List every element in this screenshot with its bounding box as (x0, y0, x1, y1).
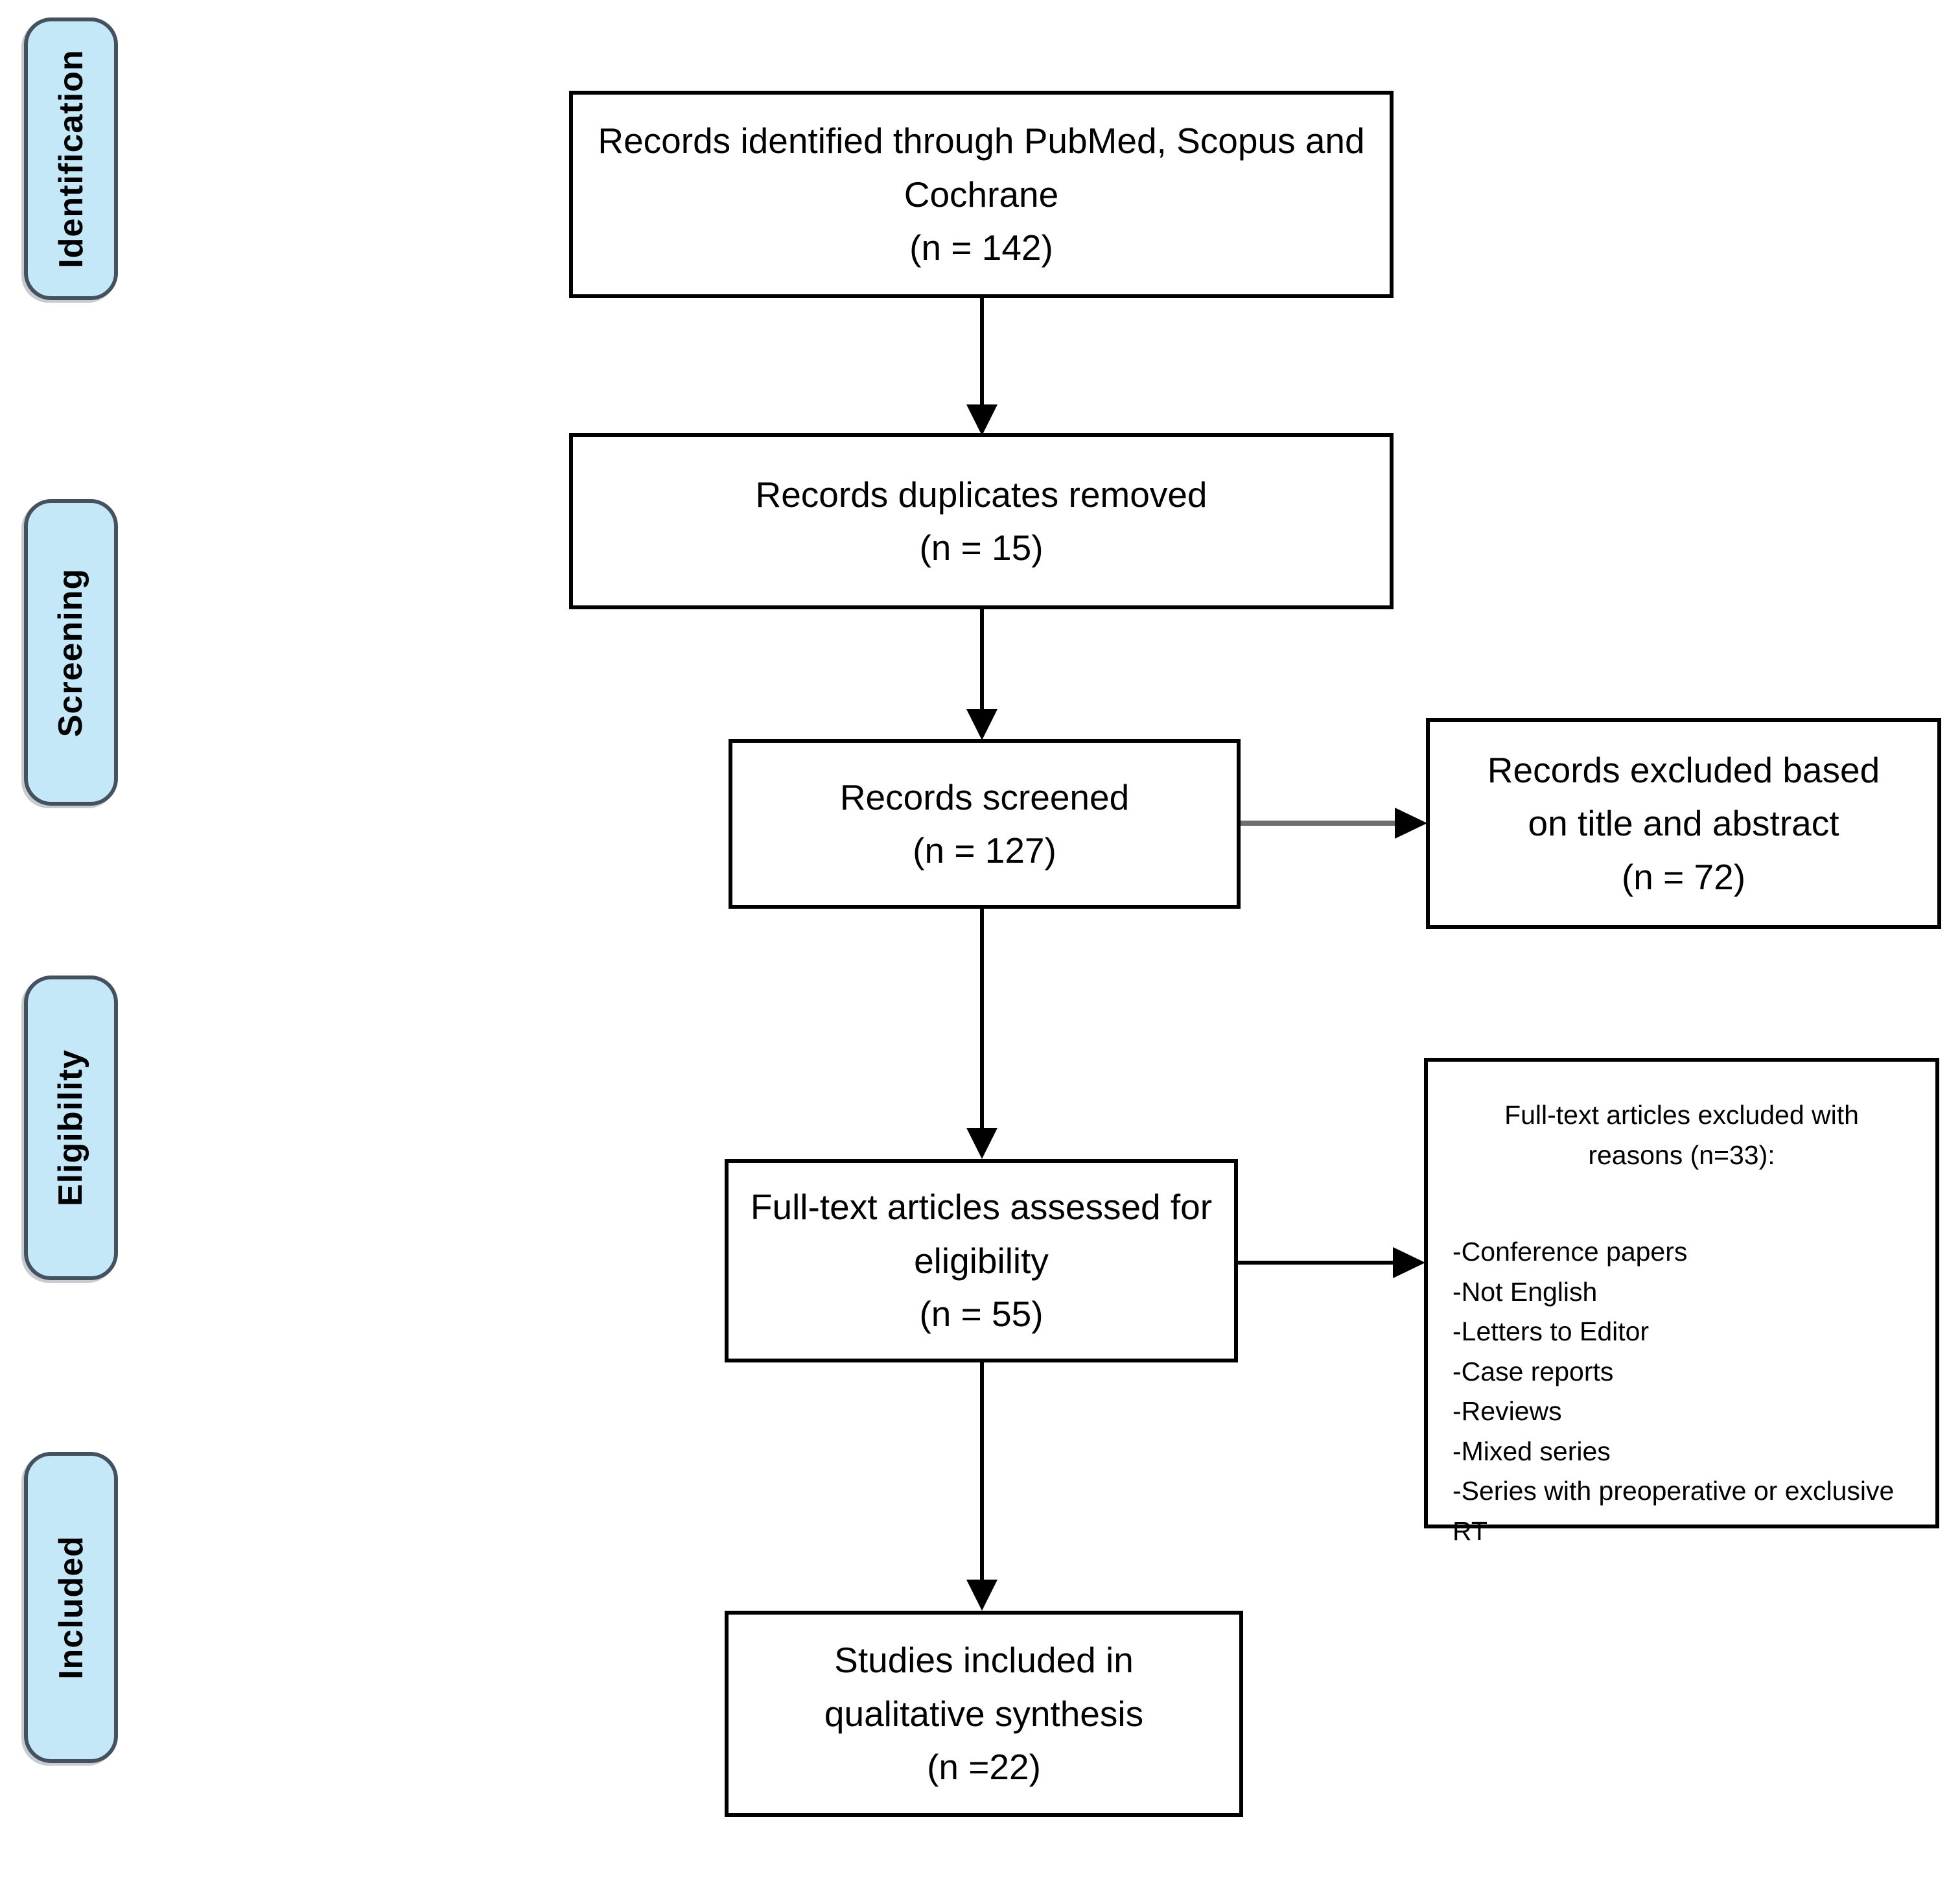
stage-tab-included: Included (24, 1452, 118, 1763)
box-records-identified: Records identified through PubMed, Scopu… (569, 91, 1394, 298)
arrow-fulltext-to-included (966, 1362, 998, 1611)
reason-item: -Not English (1452, 1276, 1598, 1307)
box-records-identified-text: Records identified through PubMed, Scopu… (598, 121, 1365, 215)
stage-label-identification: Identification (52, 49, 90, 268)
stage-label-eligibility: Eligibility (52, 1049, 90, 1207)
arrow-identified-to-duplicates (966, 298, 998, 436)
box-studies-included: Studies included in qualitative synthesi… (725, 1611, 1243, 1817)
box-studies-included-text: Studies included in qualitative synthesi… (824, 1640, 1144, 1734)
arrow-fulltext-to-reasons (1238, 1247, 1425, 1278)
box-duplicates-removed-count: (n = 15) (919, 528, 1044, 568)
arrow-duplicates-to-screened (966, 609, 998, 740)
box-fulltext-excluded-reasons: Full-text articles excluded with reasons… (1424, 1058, 1939, 1546)
box-records-excluded-text: Records excluded based on title and abst… (1487, 749, 1880, 844)
reason-item: -Reviews (1452, 1396, 1562, 1426)
arrow-screened-to-excluded (1241, 808, 1427, 839)
reason-item: -Series with preoperative or exclusive R… (1452, 1476, 1895, 1546)
box-records-screened-text: Records screened (839, 777, 1130, 817)
arrow-screened-to-fulltext (966, 909, 998, 1159)
box-records-identified-count: (n = 142) (909, 228, 1053, 268)
reason-item: -Mixed series (1452, 1436, 1611, 1466)
reason-item: -Case reports (1452, 1356, 1614, 1386)
box-duplicates-removed-text: Records duplicates removed (755, 474, 1208, 515)
box-fulltext-assessed-text: Full-text articles assessed for eligibil… (750, 1187, 1213, 1281)
reason-item: -Conference papers (1452, 1237, 1688, 1267)
box-records-excluded-count: (n = 72) (1621, 856, 1746, 897)
stage-tab-eligibility: Eligibility (24, 976, 118, 1280)
reason-item: -Letters to Editor (1452, 1316, 1650, 1346)
box-records-excluded: Records excluded based on title and abst… (1426, 718, 1941, 929)
stage-label-included: Included (52, 1536, 90, 1679)
stage-tab-screening: Screening (24, 499, 118, 806)
box-fulltext-assessed: Full-text articles assessed for eligibil… (725, 1159, 1238, 1362)
fulltext-excluded-header: Full-text articles excluded with reasons… (1504, 1100, 1859, 1170)
stage-tab-identification: Identification (24, 18, 118, 300)
fulltext-excluded-reason-list: -Conference papers -Not English -Letters… (1452, 1232, 1908, 1551)
box-duplicates-removed: Records duplicates removed (n = 15) (569, 433, 1394, 609)
box-records-screened-count: (n = 127) (913, 830, 1056, 870)
box-fulltext-assessed-count: (n = 55) (919, 1294, 1044, 1335)
box-records-screened: Records screened (n = 127) (729, 739, 1241, 909)
box-studies-included-count: (n =22) (927, 1747, 1041, 1788)
stage-label-screening: Screening (52, 568, 90, 737)
